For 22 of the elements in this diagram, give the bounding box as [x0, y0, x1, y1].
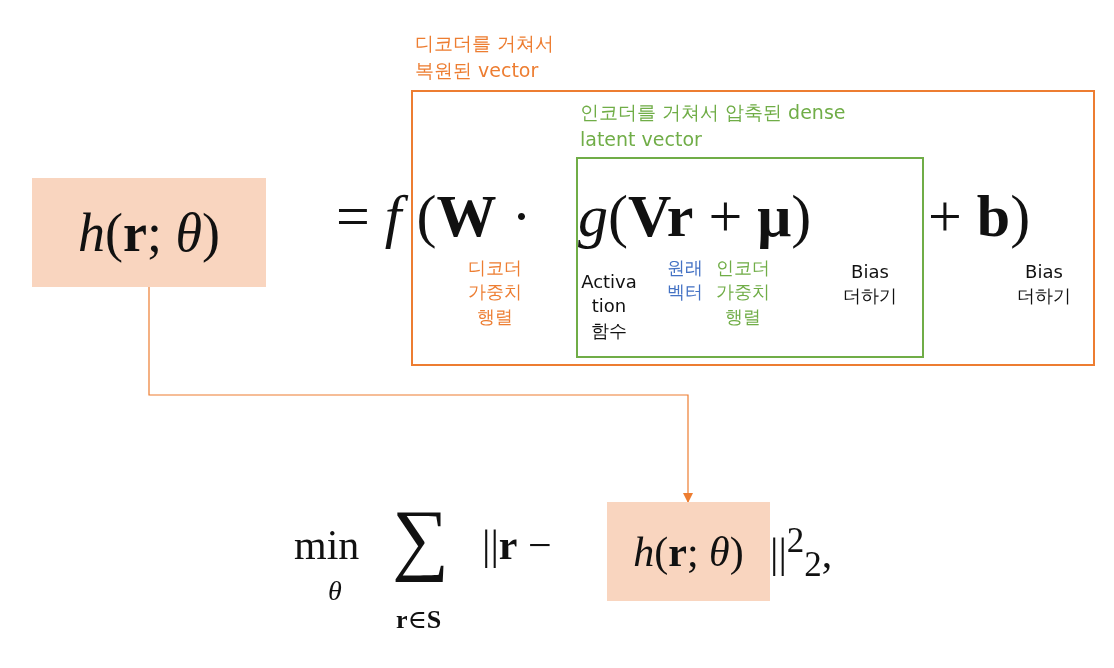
- formula-term: h(r; θ): [78, 201, 220, 264]
- formula-term: g(Vr + μ): [578, 182, 813, 251]
- frame-heading: 인코더를 거쳐서 압축된 dense latent vector: [580, 100, 847, 152]
- formula-term: min: [294, 521, 361, 570]
- annotation-text: 원래 벡터: [666, 256, 704, 305]
- formula-term: + b): [928, 182, 1032, 251]
- annotation-text: Bias 더하기: [1016, 260, 1072, 309]
- formula-term: ∑: [392, 493, 451, 584]
- annotation-text: Activation 함수: [580, 270, 638, 343]
- formula-term: = f (W ·: [336, 182, 533, 251]
- formula-term: ||$^{2}$$_{2}$,: [770, 520, 834, 587]
- frame-heading: 디코더를 거쳐서 복원된 vector: [415, 31, 556, 83]
- formula-term: r∈S: [396, 604, 443, 636]
- annotation-text: 디코더 가중치 행렬: [467, 256, 523, 329]
- formula-term: h(r; θ): [633, 527, 744, 576]
- formula-term: ||r −: [482, 521, 553, 570]
- annotation-text: 인코더 가중치 행렬: [715, 256, 771, 329]
- highlight-box: [607, 502, 770, 601]
- annotation-text: Bias 더하기: [842, 260, 898, 309]
- highlight-box: [32, 178, 266, 287]
- connector-arrow: [148, 286, 693, 503]
- formula-term: θ: [328, 574, 343, 608]
